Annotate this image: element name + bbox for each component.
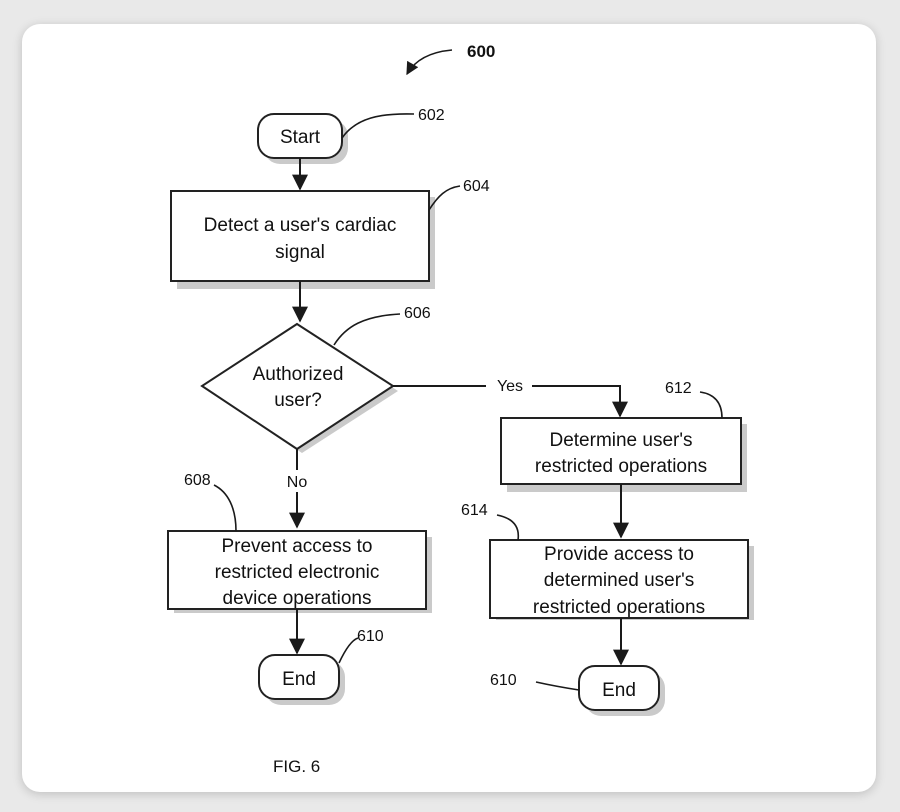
node-determine: Determine user's restricted operations [500, 417, 747, 492]
determine-label-line1: Determine user's [549, 430, 692, 451]
figure-number: 600 [467, 42, 495, 61]
ref-602: 602 [418, 107, 445, 124]
ref-604: 604 [463, 178, 490, 195]
yes-label: Yes [497, 378, 523, 395]
ref-leader-602 [341, 113, 415, 139]
ref-leader-604 [428, 185, 461, 211]
node-end-left: End [258, 654, 345, 705]
ref-leader-608 [213, 484, 237, 532]
provide-label-line3: restricted operations [533, 597, 705, 618]
ref-612: 612 [665, 380, 692, 397]
end-right-label: End [602, 680, 636, 701]
end-left-label: End [282, 669, 316, 690]
prevent-label-line3: device operations [223, 588, 372, 609]
ref-leader-606 [333, 313, 401, 346]
no-label-bg [282, 470, 312, 492]
decision-label-line1: Authorized [253, 364, 344, 385]
ref-610-right: 610 [490, 672, 517, 689]
ref-608: 608 [184, 472, 211, 489]
ref-leader-610-right [535, 681, 580, 691]
figure-pointer-arrow [406, 49, 453, 76]
provide-label-line1: Provide access to [544, 544, 694, 565]
node-prevent: Prevent access to restricted electronic … [167, 530, 432, 613]
ref-614: 614 [461, 502, 488, 519]
ref-leader-612 [699, 391, 723, 419]
node-provide: Provide access to determined user's rest… [489, 539, 754, 620]
prevent-label-line1: Prevent access to [221, 536, 372, 557]
provide-label-line2: determined user's [544, 570, 694, 591]
detect-label-line1: Detect a user's cardiac [204, 215, 397, 236]
ref-leader-614 [496, 514, 520, 541]
edge-decision-yes [393, 385, 628, 418]
ref-606: 606 [404, 305, 431, 322]
detect-label-line2: signal [275, 242, 325, 263]
node-decision: Authorized user? [200, 322, 398, 453]
no-label: No [287, 474, 308, 491]
determine-label-line2: restricted operations [535, 456, 707, 477]
figure-caption: FIG. 6 [273, 757, 320, 776]
yes-label-bg [486, 374, 532, 396]
node-end-right: End [578, 665, 665, 716]
diagram-card [22, 24, 876, 792]
prevent-label-line2: restricted electronic [215, 562, 380, 583]
ref-610-left: 610 [357, 628, 384, 645]
node-start: Start [257, 113, 348, 164]
start-label: Start [280, 127, 321, 148]
ref-leader-610-left [338, 637, 359, 664]
node-detect: Detect a user's cardiac signal [170, 190, 435, 289]
decision-label-line2: user? [274, 390, 322, 411]
